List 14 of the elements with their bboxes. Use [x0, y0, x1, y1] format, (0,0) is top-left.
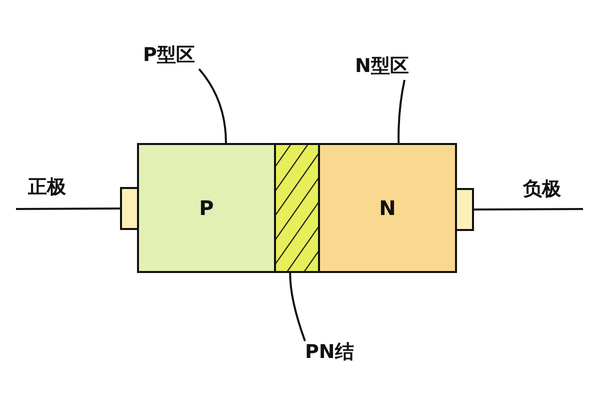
leader-line: [198, 68, 227, 144]
callout-label: 负极: [523, 178, 561, 201]
semiconductor-region: [137, 143, 276, 273]
leader-line: [289, 272, 306, 342]
leader-line: [474, 208, 583, 210]
callout-label: N型区: [355, 55, 409, 78]
callout-label: P型区: [143, 44, 195, 67]
region-label: N: [379, 196, 396, 220]
semiconductor-region: [318, 143, 457, 273]
leader-line: [16, 208, 120, 210]
region-label: P: [199, 196, 214, 220]
leader-line: [398, 80, 406, 144]
callout-label: PN结: [305, 341, 354, 364]
callout-label: 正极: [28, 176, 66, 199]
